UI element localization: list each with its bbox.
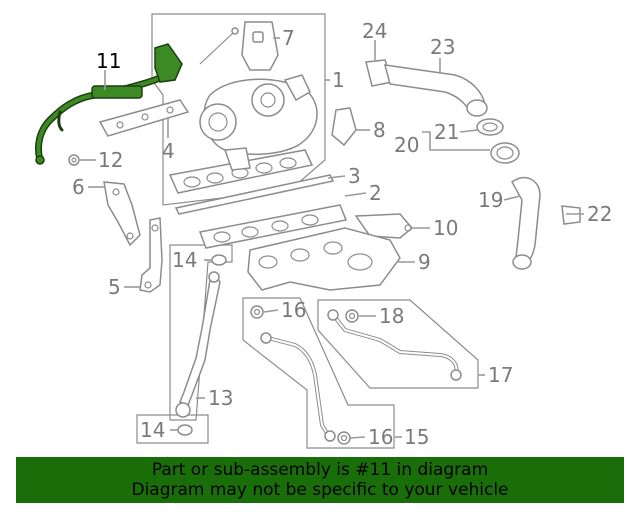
callout-18: 18: [379, 304, 404, 328]
callout-5: 5: [108, 275, 121, 299]
part-15-line: [260, 332, 336, 442]
banner-line-1: Part or sub-assembly is #11 in diagram: [151, 460, 489, 480]
callout-19: 19: [478, 188, 503, 212]
callout-24: 24: [362, 19, 387, 43]
part-12-washer: [68, 154, 80, 166]
group-outline-13: [169, 244, 233, 421]
callout-14-lower: 14: [140, 418, 165, 442]
part-9-manifold: [247, 227, 401, 291]
part-17-line: [327, 309, 462, 381]
part-4-heat-shield: [98, 99, 190, 137]
part-3-gasket: [174, 174, 335, 215]
callout-3: 3: [348, 164, 361, 188]
part-16-washer-lower: [337, 431, 351, 445]
part-10-shield: [354, 213, 414, 239]
part-18-washer: [345, 309, 359, 323]
callout-16-upper: 16: [281, 298, 306, 322]
callout-20: 20: [394, 133, 419, 157]
callout-1: 1: [332, 68, 345, 92]
callout-6: 6: [72, 175, 85, 199]
callout-13: 13: [208, 386, 233, 410]
callout-23: 23: [430, 35, 455, 59]
part-16-washer-upper: [250, 305, 264, 319]
part-2-gasket: [198, 204, 348, 249]
part-5-support: [139, 217, 163, 293]
part-23-intake-pipe: [383, 64, 488, 117]
callout-4: 4: [162, 139, 175, 163]
part-13-line: [175, 271, 221, 418]
leader-lines: [80, 37, 584, 439]
part-14-o-ring-lower: [177, 424, 193, 436]
callout-2: 2: [369, 181, 382, 205]
callout-9: 9: [418, 250, 431, 274]
banner-line-2: Diagram may not be specific to your vehi…: [131, 480, 509, 500]
callout-12: 12: [98, 148, 123, 172]
callout-16-lower: 16: [368, 425, 393, 449]
part-info-banner: Part or sub-assembly is #11 in diagram D…: [16, 457, 624, 503]
part-20-coupling: [490, 142, 520, 164]
callout-8: 8: [373, 118, 386, 142]
callout-22: 22: [587, 202, 612, 226]
exhaust-manifold: [168, 147, 314, 194]
group-outline-15: [242, 297, 395, 449]
part-14-o-ring-upper: [211, 254, 227, 266]
part-6-bracket: [103, 181, 141, 247]
part-7-cap: [199, 21, 279, 71]
part-11-oil-line: [34, 43, 183, 165]
callout-17: 17: [488, 363, 513, 387]
parts-diagram: 11 7 1 24 23 4 12 6 21 20 8 3 2 19 22 10…: [34, 13, 612, 449]
part-1-turbocharger: [199, 74, 318, 156]
callout-15: 15: [404, 425, 429, 449]
callout-21: 21: [434, 120, 459, 144]
part-19-hose: [511, 176, 541, 270]
group-outline-17: [317, 299, 479, 389]
callout-11: 11: [96, 49, 121, 73]
part-21-clamp: [476, 118, 504, 136]
callout-7: 7: [282, 26, 295, 50]
callout-14-upper: 14: [172, 248, 197, 272]
part-22-sensor: [561, 205, 581, 225]
part-8-clip: [331, 107, 357, 147]
callout-10: 10: [433, 216, 458, 240]
